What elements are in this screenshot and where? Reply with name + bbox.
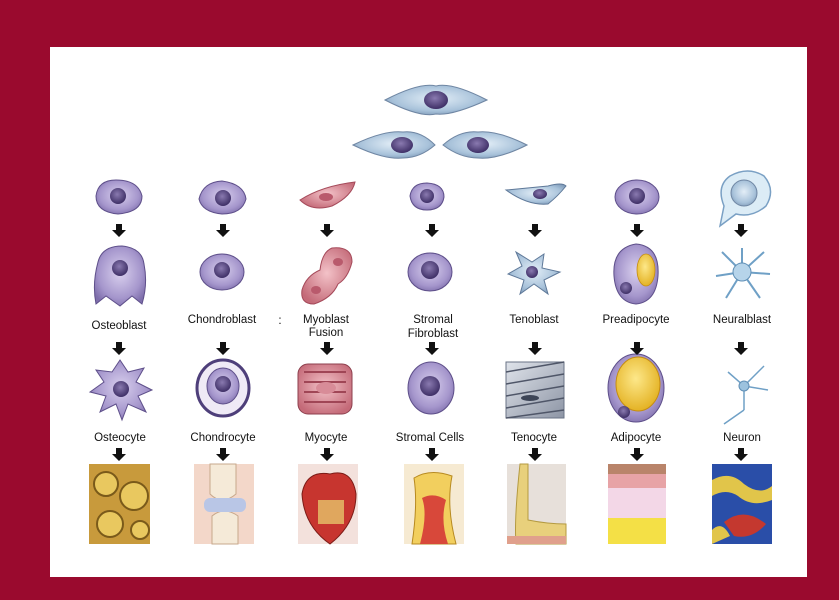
cell-tenocyte	[506, 362, 564, 418]
down-arrow-icon-row1-chondro	[216, 224, 230, 237]
progenitor-cell-adipo	[615, 180, 659, 214]
cell-stromal	[408, 362, 454, 414]
progenitor-cell-osteo	[96, 180, 142, 214]
cell-stromal-fibroblast	[408, 253, 452, 291]
down-arrow-icon-row1-teno	[528, 224, 542, 237]
label-chondroblast: Chondroblast	[188, 314, 257, 326]
label-neuralblast: Neuralblast	[713, 314, 772, 326]
label-stromal: Stromal	[413, 314, 453, 326]
stem-cell-dividing-left	[353, 132, 435, 158]
tissue-knee-joint	[194, 464, 254, 544]
label-fusion: Fusion	[309, 327, 344, 339]
cell-neuralblast	[716, 248, 770, 298]
progenitor-cell-stromal	[410, 183, 444, 210]
label-fibroblast: Fibroblast	[408, 328, 459, 340]
cell-osteoblast	[94, 246, 145, 306]
down-arrow-icon-row3-myo	[320, 448, 334, 461]
down-arrow-icon-row2-myo	[320, 342, 334, 355]
cell-tenoblast	[508, 252, 560, 294]
label-myocyte: Myocyte	[305, 432, 348, 444]
label-tenocyte: Tenocyte	[511, 432, 557, 444]
progenitor-cell-neuro	[720, 171, 771, 226]
down-arrow-icon-row3-osteo	[112, 448, 126, 461]
down-arrow-icon-row3-adipo	[630, 448, 644, 461]
separator-colon: :	[278, 315, 281, 327]
tissue-brain	[712, 464, 772, 544]
cell-myoblast-fusion	[302, 248, 352, 304]
label-adipocyte: Adipocyte	[611, 432, 662, 444]
cell-adipocyte	[608, 354, 664, 422]
down-arrow-icon-row2-neuro	[734, 342, 748, 355]
progenitor-cell-teno	[506, 184, 566, 204]
down-arrow-icon-row1-neuro	[734, 224, 748, 237]
down-arrow-icon-row2-stromal	[425, 342, 439, 355]
label-osteoblast: Osteoblast	[92, 320, 148, 332]
cell-chondrocyte	[197, 360, 249, 416]
down-arrow-icon-row2-adipo	[630, 342, 644, 355]
label-osteocyte: Osteocyte	[94, 432, 146, 444]
down-arrow-icon-row1-adipo	[630, 224, 644, 237]
down-arrow-icon-row2-chondro	[216, 342, 230, 355]
down-arrow-icon-row3-neuro	[734, 448, 748, 461]
cell-chondroblast	[200, 254, 244, 290]
label-chondrocyte: Chondrocyte	[190, 432, 255, 444]
cell-myocyte	[298, 364, 352, 414]
down-arrow-icon-row3-chondro	[216, 448, 230, 461]
label-preadipocyte: Preadipocyte	[602, 314, 669, 326]
down-arrow-icon-row1-myo	[320, 224, 334, 237]
label-stromal-cells: Stromal Cells	[396, 432, 465, 444]
tissue-heart	[298, 464, 358, 544]
label-neuron: Neuron	[723, 432, 761, 444]
label-tenoblast: Tenoblast	[509, 314, 559, 326]
down-arrow-icon-row2-osteo	[112, 342, 126, 355]
down-arrow-icon-row1-osteo	[112, 224, 126, 237]
tissue-bone	[89, 464, 150, 544]
stem-cell-dividing-right	[443, 132, 527, 158]
tissue-fat	[608, 464, 666, 544]
cell-preadipocyte	[614, 244, 658, 304]
stem-cell-top	[385, 85, 487, 114]
cell-osteocyte	[90, 360, 152, 420]
down-arrow-icon-row2-teno	[528, 342, 542, 355]
tissue-bone-marrow	[404, 464, 464, 544]
progenitor-cell-myo	[300, 182, 355, 208]
tissue-tendon	[507, 464, 566, 544]
label-myoblast: Myoblast	[303, 314, 350, 326]
progenitor-cell-chondro	[199, 181, 246, 214]
down-arrow-icon-row1-stromal	[425, 224, 439, 237]
cell-neuron	[724, 366, 768, 424]
down-arrow-icon-row3-stromal	[425, 448, 439, 461]
down-arrow-icon-row3-teno	[528, 448, 542, 461]
